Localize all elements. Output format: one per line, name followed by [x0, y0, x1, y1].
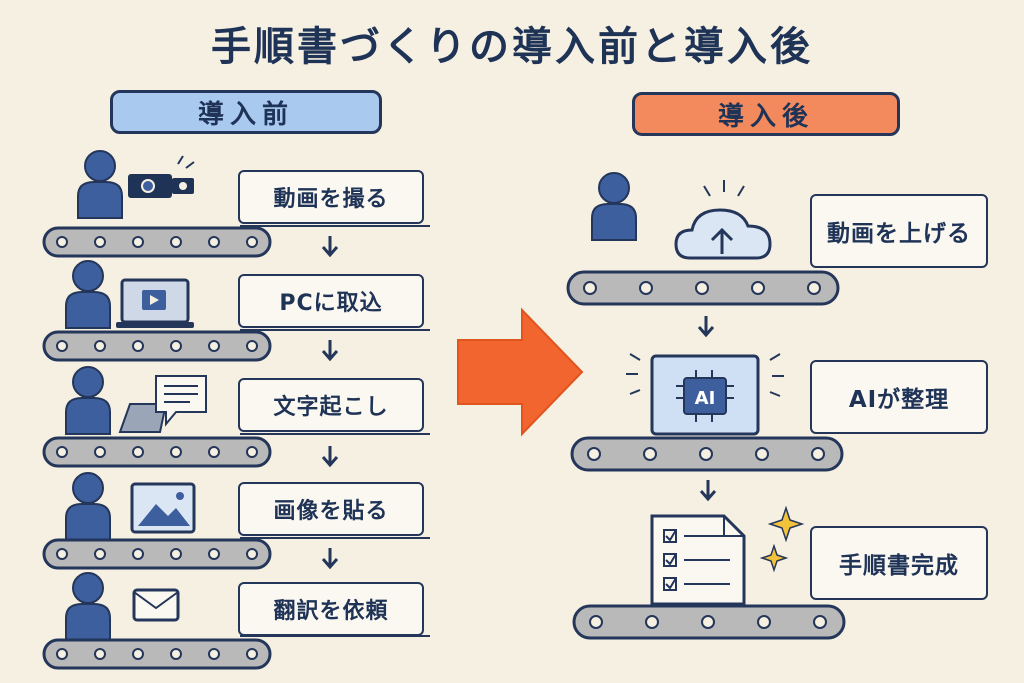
video-camera-icon — [128, 155, 195, 198]
laptop-icon — [116, 278, 194, 328]
after-step-1-illustration — [566, 172, 840, 337]
person-icon — [65, 260, 111, 329]
conveyor-belt — [42, 436, 272, 468]
down-arrow-icon — [321, 546, 339, 569]
before-step-label-4: 画像を貼る — [238, 482, 424, 536]
down-arrow-icon — [321, 338, 339, 361]
after-step-label-3: 手順書完成 — [810, 526, 988, 600]
after-header: 導入後 — [632, 92, 900, 136]
conveyor-belt — [570, 436, 844, 472]
checklist-document-icon — [650, 514, 746, 606]
down-arrow-icon — [699, 478, 717, 501]
person-icon — [65, 366, 111, 435]
down-arrow-icon — [697, 314, 715, 337]
ai-chip-icon: AI — [626, 353, 784, 436]
person-icon — [65, 572, 111, 641]
conveyor-belt — [42, 330, 272, 362]
before-step-label-1: 動画を撮る — [238, 170, 424, 224]
transition-arrow-icon — [457, 307, 584, 437]
down-arrow-icon — [321, 444, 339, 467]
down-arrow-icon — [321, 234, 339, 257]
speech-bubble-icon — [155, 375, 207, 427]
before-step-1-illustration — [42, 150, 430, 258]
mail-icon — [132, 588, 180, 622]
person-icon — [591, 172, 637, 241]
before-step-2-illustration — [42, 260, 430, 362]
before-step-label-3: 文字起こし — [238, 378, 424, 432]
conveyor-belt — [42, 538, 272, 570]
after-step-label-2: AIが整理 — [810, 360, 988, 434]
conveyor-belt — [42, 226, 272, 258]
sparkle-icon — [759, 505, 805, 573]
cloud-upload-icon — [674, 180, 772, 260]
before-step-label-5: 翻訳を依頼 — [238, 582, 424, 636]
before-step-4-illustration — [42, 472, 430, 570]
conveyor-belt — [572, 604, 846, 640]
before-step-3-illustration — [42, 366, 430, 468]
before-step-5-illustration — [42, 572, 430, 670]
after-step-3-illustration — [572, 505, 846, 640]
after-step-label-1: 動画を上げる — [810, 194, 988, 268]
before-step-label-2: PCに取込 — [238, 274, 424, 328]
page-title: 手順書づくりの導入前と導入後 — [211, 24, 813, 70]
conveyor-belt — [42, 638, 272, 670]
person-icon — [65, 472, 111, 541]
person-icon — [77, 150, 123, 219]
ai-chip-label: AI — [695, 388, 716, 409]
image-icon — [130, 482, 196, 534]
after-step-2-illustration: AI — [570, 353, 844, 501]
before-header: 導入前 — [110, 90, 382, 134]
conveyor-belt — [566, 270, 840, 306]
